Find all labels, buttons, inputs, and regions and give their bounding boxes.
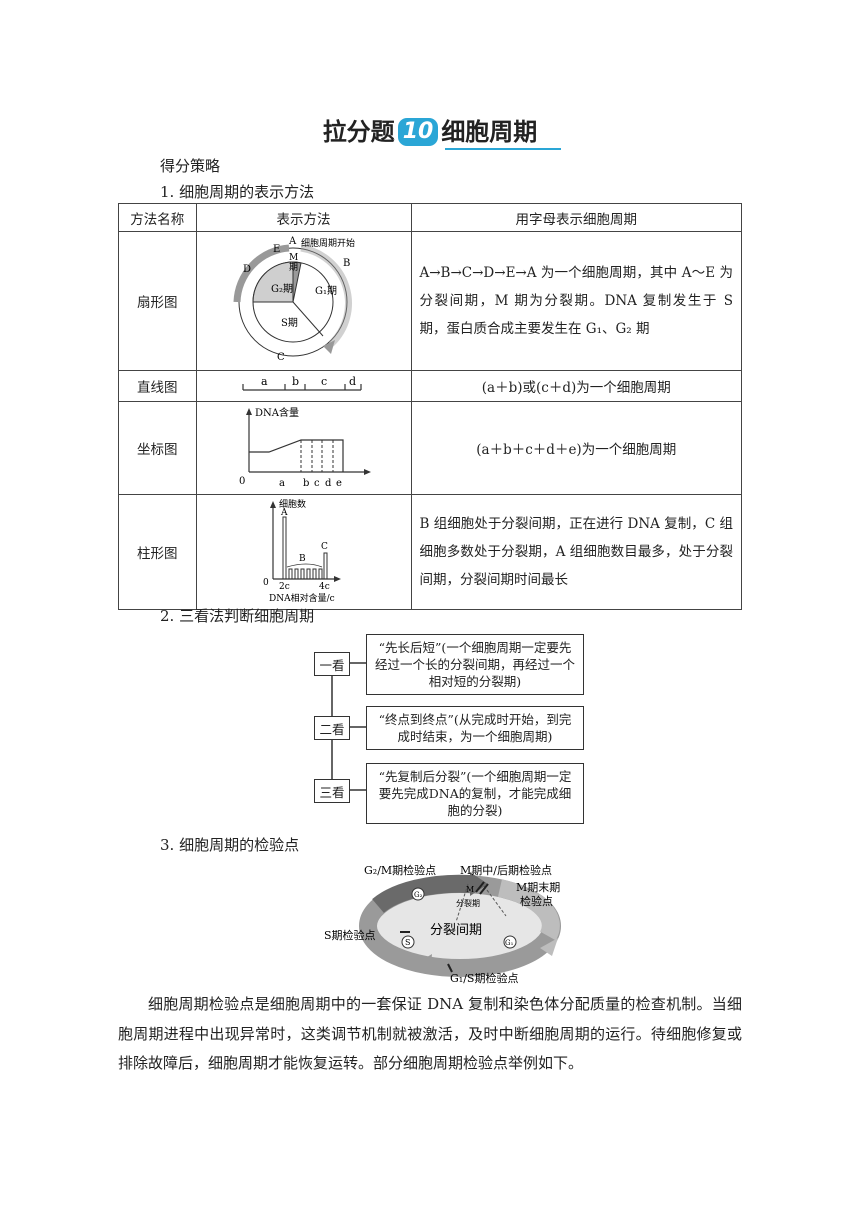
method-description: B 组细胞处于分裂间期，正在进行 DNA 复制，C 组细胞多数处于分裂期，A 组… xyxy=(410,494,742,610)
fan-label-c: C xyxy=(277,352,285,363)
checkpoint-g2m-label: G₂/M期检验点 xyxy=(364,863,436,877)
checkpoint-paragraph: 细胞周期检验点是细胞周期中的一套保证 DNA 复制和染色体分配质量的检查机制。当… xyxy=(118,995,742,1072)
fan-label-g1: G₁期 xyxy=(315,285,337,297)
line-diagram-cell: a b c d xyxy=(195,370,412,402)
checkpoint-mend-label-1: M期末期 xyxy=(516,880,560,894)
checkpoint-mend-label-2: 检验点 xyxy=(520,894,553,908)
fan-label-qi: 期 xyxy=(289,262,298,273)
bar-x-4c: 4c xyxy=(319,582,330,592)
checkpoint-g1s-label: G₁/S期检验点 xyxy=(450,971,518,985)
flow-step-text: “先长后短”(一个细胞周期一定要先经过一个长的分裂间期，再经过一个相对短的分裂期… xyxy=(366,634,584,695)
fan-label-b: B xyxy=(343,258,350,269)
bar-diagram-cell: 细胞数 A B C 0 2c 4c DNA相对含量/c xyxy=(195,494,412,610)
bar-label-c: C xyxy=(321,542,328,552)
fan-start-label: 细胞周期开始 xyxy=(301,237,355,249)
title-underline xyxy=(445,148,561,150)
checkpoint-m-marker: M xyxy=(466,885,474,894)
method-name: 柱形图 xyxy=(118,494,197,610)
coord-origin: 0 xyxy=(239,476,245,487)
section-1-heading: 1. 细胞周期的表示方法 xyxy=(160,183,315,201)
fan-label-d: D xyxy=(243,264,251,275)
line-diagram: a b c d xyxy=(241,375,362,391)
flow-step-label: 三看 xyxy=(314,779,350,803)
flow-step-text: “终点到终点”(从完成时开始，到完成时结束，为一个细胞周期) xyxy=(366,706,584,750)
table-header: 表示方法 xyxy=(195,203,412,232)
table-header: 用字母表示细胞周期 xyxy=(410,203,742,232)
section-2-heading: 2. 三看法判断细胞周期 xyxy=(160,607,315,625)
flow-step-label: 一看 xyxy=(314,652,350,676)
fan-label-e: E xyxy=(273,244,280,255)
table-row: 扇形图 A 细胞周期开始 E M 期 B D G₂期 G₁期 S期 xyxy=(118,231,742,371)
table-header: 方法名称 xyxy=(118,203,197,232)
method-description: A→B→C→D→E→A 为一个细胞周期，其中 A～E 为分裂间期，M 期为分裂期… xyxy=(410,231,742,371)
table-row: 坐标图 DNA含量 0 a b c d e (a＋b＋c＋d＋e)为一 xyxy=(118,401,742,495)
line-label-c: c xyxy=(321,375,327,388)
bar-x-2c: 2c xyxy=(279,582,290,592)
fan-label-s: S期 xyxy=(281,317,298,329)
table-header-row: 方法名称 表示方法 用字母表示细胞周期 xyxy=(118,203,742,232)
line-label-d: d xyxy=(349,375,356,388)
flow-step-text: “先复制后分裂”(一个细胞周期一定要先完成DNA的复制，才能完成细胞的分裂) xyxy=(366,763,584,824)
bar-ylabel: 细胞数 xyxy=(279,498,306,510)
bar-diagram: 细胞数 A B C 0 2c 4c DNA相对含量/c xyxy=(263,498,341,604)
coord-tick: b xyxy=(303,478,309,489)
section-strategy: 得分策略 xyxy=(160,157,221,175)
coord-tick: a xyxy=(279,478,285,489)
line-label-a: a xyxy=(261,375,268,388)
bar-origin: 0 xyxy=(263,578,269,588)
checkpoint-interphase-label: 分裂间期 xyxy=(430,923,482,938)
coord-tick: e xyxy=(336,478,342,489)
method-name: 扇形图 xyxy=(118,231,197,371)
fan-label-g2: G₂期 xyxy=(271,283,293,295)
checkpoint-mitosis-label: 分裂期 xyxy=(456,898,480,908)
coord-tick: c xyxy=(314,478,320,489)
flow-step-label: 二看 xyxy=(314,716,350,740)
method-description: (a＋b)或(c＋d)为一个细胞周期 xyxy=(410,370,742,402)
fan-diagram: A 细胞周期开始 E M 期 B D G₂期 G₁期 S期 C xyxy=(233,236,355,363)
checkpoint-s-label: S期检验点 xyxy=(324,928,376,942)
methods-table: 方法名称 表示方法 用字母表示细胞周期 扇形图 A 细胞周期开始 E M 期 B xyxy=(118,203,742,610)
fan-label-m: M xyxy=(289,253,298,263)
checkpoint-mmid-label: M期中/后期检验点 xyxy=(460,863,552,877)
method-description: (a＋b＋c＋d＋e)为一个细胞周期 xyxy=(410,401,742,495)
checkpoint-s-marker: S xyxy=(405,938,410,947)
title-topic: 细胞周期 xyxy=(441,118,538,146)
fan-diagram-cell: A 细胞周期开始 E M 期 B D G₂期 G₁期 S期 C xyxy=(195,231,412,371)
bar-label-b: B xyxy=(299,554,306,564)
line-label-b: b xyxy=(292,375,299,388)
method-name: 坐标图 xyxy=(118,401,197,495)
title-prefix: 拉分题 xyxy=(322,118,395,146)
table-row: 柱形图 细胞数 A B C 0 2c xyxy=(118,494,742,610)
section-3-heading: 3. 细胞周期的检验点 xyxy=(160,836,300,854)
table-row: 直线图 a b c d (a＋b)或(c＋d)为一个细胞周期 xyxy=(118,370,742,402)
checkpoint-diagram: G₂ M S G₁ 分裂期 分裂间期 G₂/M期检验点 M期中/后期检验点 M期… xyxy=(324,863,561,985)
coord-tick: d xyxy=(325,478,332,489)
coord-ylabel: DNA含量 xyxy=(255,406,299,419)
bar-xlabel: DNA相对含量/c xyxy=(269,592,335,604)
title-number-badge: 10 xyxy=(397,118,439,146)
fan-label-a: A xyxy=(288,236,297,247)
checkpoint-g1-marker: G₁ xyxy=(505,939,514,947)
checkpoint-g2-marker: G₂ xyxy=(414,891,423,899)
bar-label-a: A xyxy=(280,508,288,518)
coord-diagram: DNA含量 0 a b c d e xyxy=(239,406,371,489)
method-name: 直线图 xyxy=(118,370,197,402)
coord-diagram-cell: DNA含量 0 a b c d e xyxy=(195,401,412,495)
